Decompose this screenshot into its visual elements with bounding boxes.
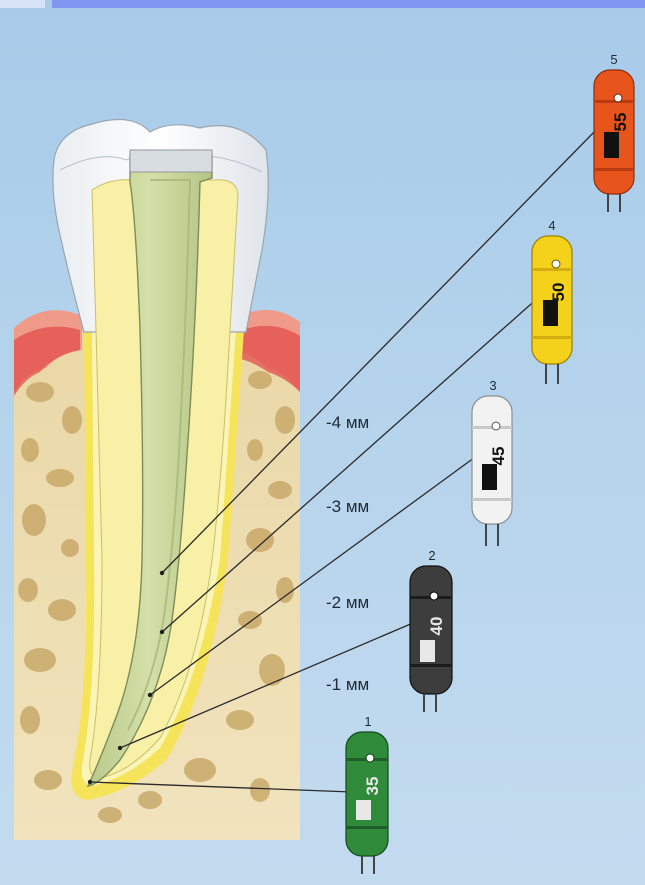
file-number-2: 2 [428, 548, 435, 563]
file-size-1: 35 [363, 777, 382, 796]
file-handle-2: 2 40 [410, 548, 452, 712]
depth-label-2: -2 мм [326, 593, 369, 612]
file-size-2: 40 [427, 617, 446, 636]
file-size-3: 45 [489, 447, 508, 466]
file-number-5: 5 [610, 52, 617, 67]
file-size-5: 55 [611, 113, 630, 132]
file-size-4: 50 [549, 283, 568, 302]
file-number-1: 1 [364, 714, 371, 729]
depth-label-4: -4 мм [326, 413, 369, 432]
file-handle-4: 4 50 [532, 218, 572, 384]
file-number-4: 4 [548, 218, 555, 233]
depth-label-1: -1 мм [326, 675, 369, 694]
depth-label-3: -3 мм [326, 497, 369, 516]
file-number-3: 3 [489, 378, 496, 393]
file-handle-1: 1 35 [346, 714, 388, 874]
file-handle-5: 5 55 [594, 52, 634, 212]
depth-labels: -4 мм -3 мм -2 мм -1 мм [326, 413, 369, 694]
file-handle-3: 3 45 [472, 378, 512, 546]
